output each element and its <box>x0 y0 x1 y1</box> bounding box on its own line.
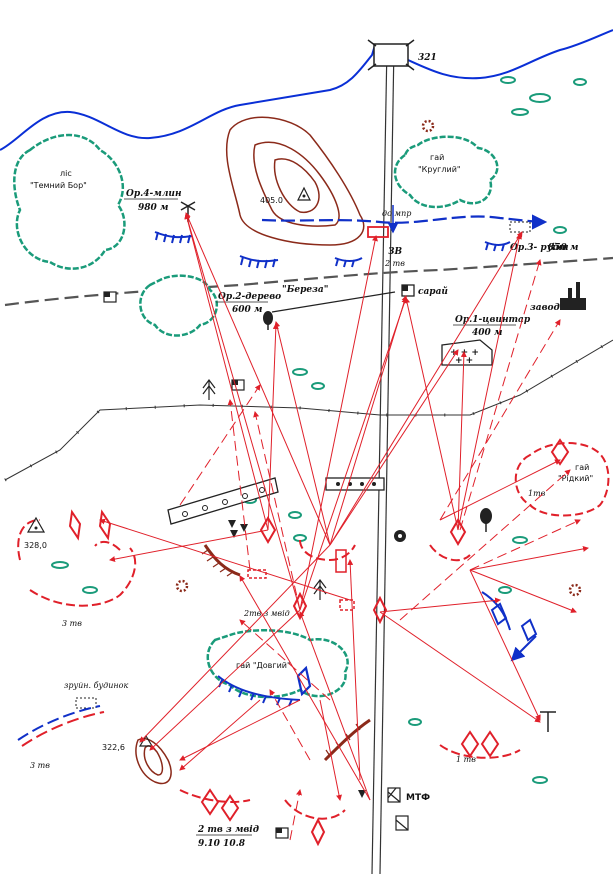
explosion-icons <box>175 119 582 597</box>
fire-lines <box>99 212 589 801</box>
enemy-position-dovgy <box>296 665 312 697</box>
height-328-label: 328,0 <box>24 541 47 550</box>
or1-title: Ор.1-цвинтар <box>455 315 531 325</box>
grove-krugly <box>393 135 499 209</box>
timestamp-label: 9.10 10.8 <box>198 839 246 849</box>
unit-3tv-bottom-lines <box>17 705 105 747</box>
grove-ridky-label-2: "Рідкий" <box>558 474 593 483</box>
zv-label: ЗВ <box>388 247 402 257</box>
zv-sub-label: 2 тв <box>384 259 405 268</box>
or1-dist: 400 м <box>472 328 503 338</box>
grove-ridky-label-1: гай <box>575 463 589 472</box>
hill-405-contours <box>225 116 365 246</box>
unit-1tv-right-label: 1тв <box>528 489 546 498</box>
grove-krugly-label-1: гай <box>430 153 444 162</box>
main-road <box>371 44 395 874</box>
obstacle-strip-1 <box>167 477 279 525</box>
to-mpr-label: до мпр <box>382 209 411 218</box>
grove-bereza-area <box>139 274 219 337</box>
friendly-frontlines <box>17 519 521 820</box>
bridge-number-label: 321 <box>418 53 437 63</box>
grove-dovgy-label: гай "Довгий" <box>236 661 291 670</box>
mtf-label: МТФ <box>406 793 430 803</box>
vegetation-patches <box>51 76 587 784</box>
or2-dist: 600 м <box>232 305 263 315</box>
enemy-defense-line-north <box>261 214 548 230</box>
mast-icon <box>540 711 556 732</box>
or3-dist: 850 м <box>548 243 579 253</box>
friendly-units <box>247 549 355 611</box>
star-icon <box>394 530 406 542</box>
unit-2tv-mvid-center-label: 2тв з мвід <box>243 609 290 618</box>
height-marker-405 <box>297 186 311 201</box>
factory-label: завод <box>530 303 560 313</box>
friendly-positions <box>68 438 570 847</box>
mill-icon <box>180 201 196 222</box>
forest-label-1: ліс <box>60 169 72 178</box>
bridge-icon <box>367 39 415 71</box>
anti-tank-icons <box>228 520 366 798</box>
or3-title: Ор.3- руїни <box>510 242 569 253</box>
power-line <box>4 338 613 482</box>
enemy-position-right <box>481 591 538 662</box>
fire-lines-dashed <box>179 259 581 841</box>
height-405-label: 405.0 <box>260 196 283 205</box>
bereza-line <box>271 291 396 313</box>
ridges <box>203 544 371 762</box>
mtf-icon <box>387 787 409 831</box>
river <box>0 29 613 151</box>
unit-1tv-bottom-label: 1 тв <box>456 755 476 764</box>
forest-temny-bor <box>13 133 126 270</box>
barn-icon <box>401 284 415 297</box>
or2-title: Ор.2-дерево <box>218 292 281 302</box>
height-marker-328 <box>26 516 46 533</box>
ruined-house-label: зруйн. будинок <box>64 681 128 690</box>
unit-2tv-mvid-bottom-label: 2 тв з мвід <box>197 825 259 835</box>
unit-3tv-left-label: 3 тв <box>62 619 82 628</box>
bereza-label: "Береза" <box>282 285 328 295</box>
height-322-label: 322,6 <box>102 743 125 752</box>
forest-label-2: "Темний Бор" <box>30 181 87 190</box>
tree-icon-bereza <box>263 311 273 330</box>
zv-rect <box>367 226 389 238</box>
or4-title: Ор.4-млин <box>126 189 182 199</box>
tree-icon-right <box>480 508 492 532</box>
ruined-house-icon <box>75 697 97 709</box>
enemy-trenches <box>154 231 511 707</box>
obstacle-strip-2 <box>325 477 385 491</box>
or4-dist: 980 м <box>138 203 169 213</box>
dashed-boundary <box>4 256 613 307</box>
barn-label: сарай <box>418 286 448 297</box>
factory-icon <box>560 282 586 310</box>
ruins-rect <box>509 221 531 233</box>
grove-krugly-label-2: "Круглий" <box>418 165 461 174</box>
unit-3tv-bottom-label: 3 тв <box>30 761 50 770</box>
